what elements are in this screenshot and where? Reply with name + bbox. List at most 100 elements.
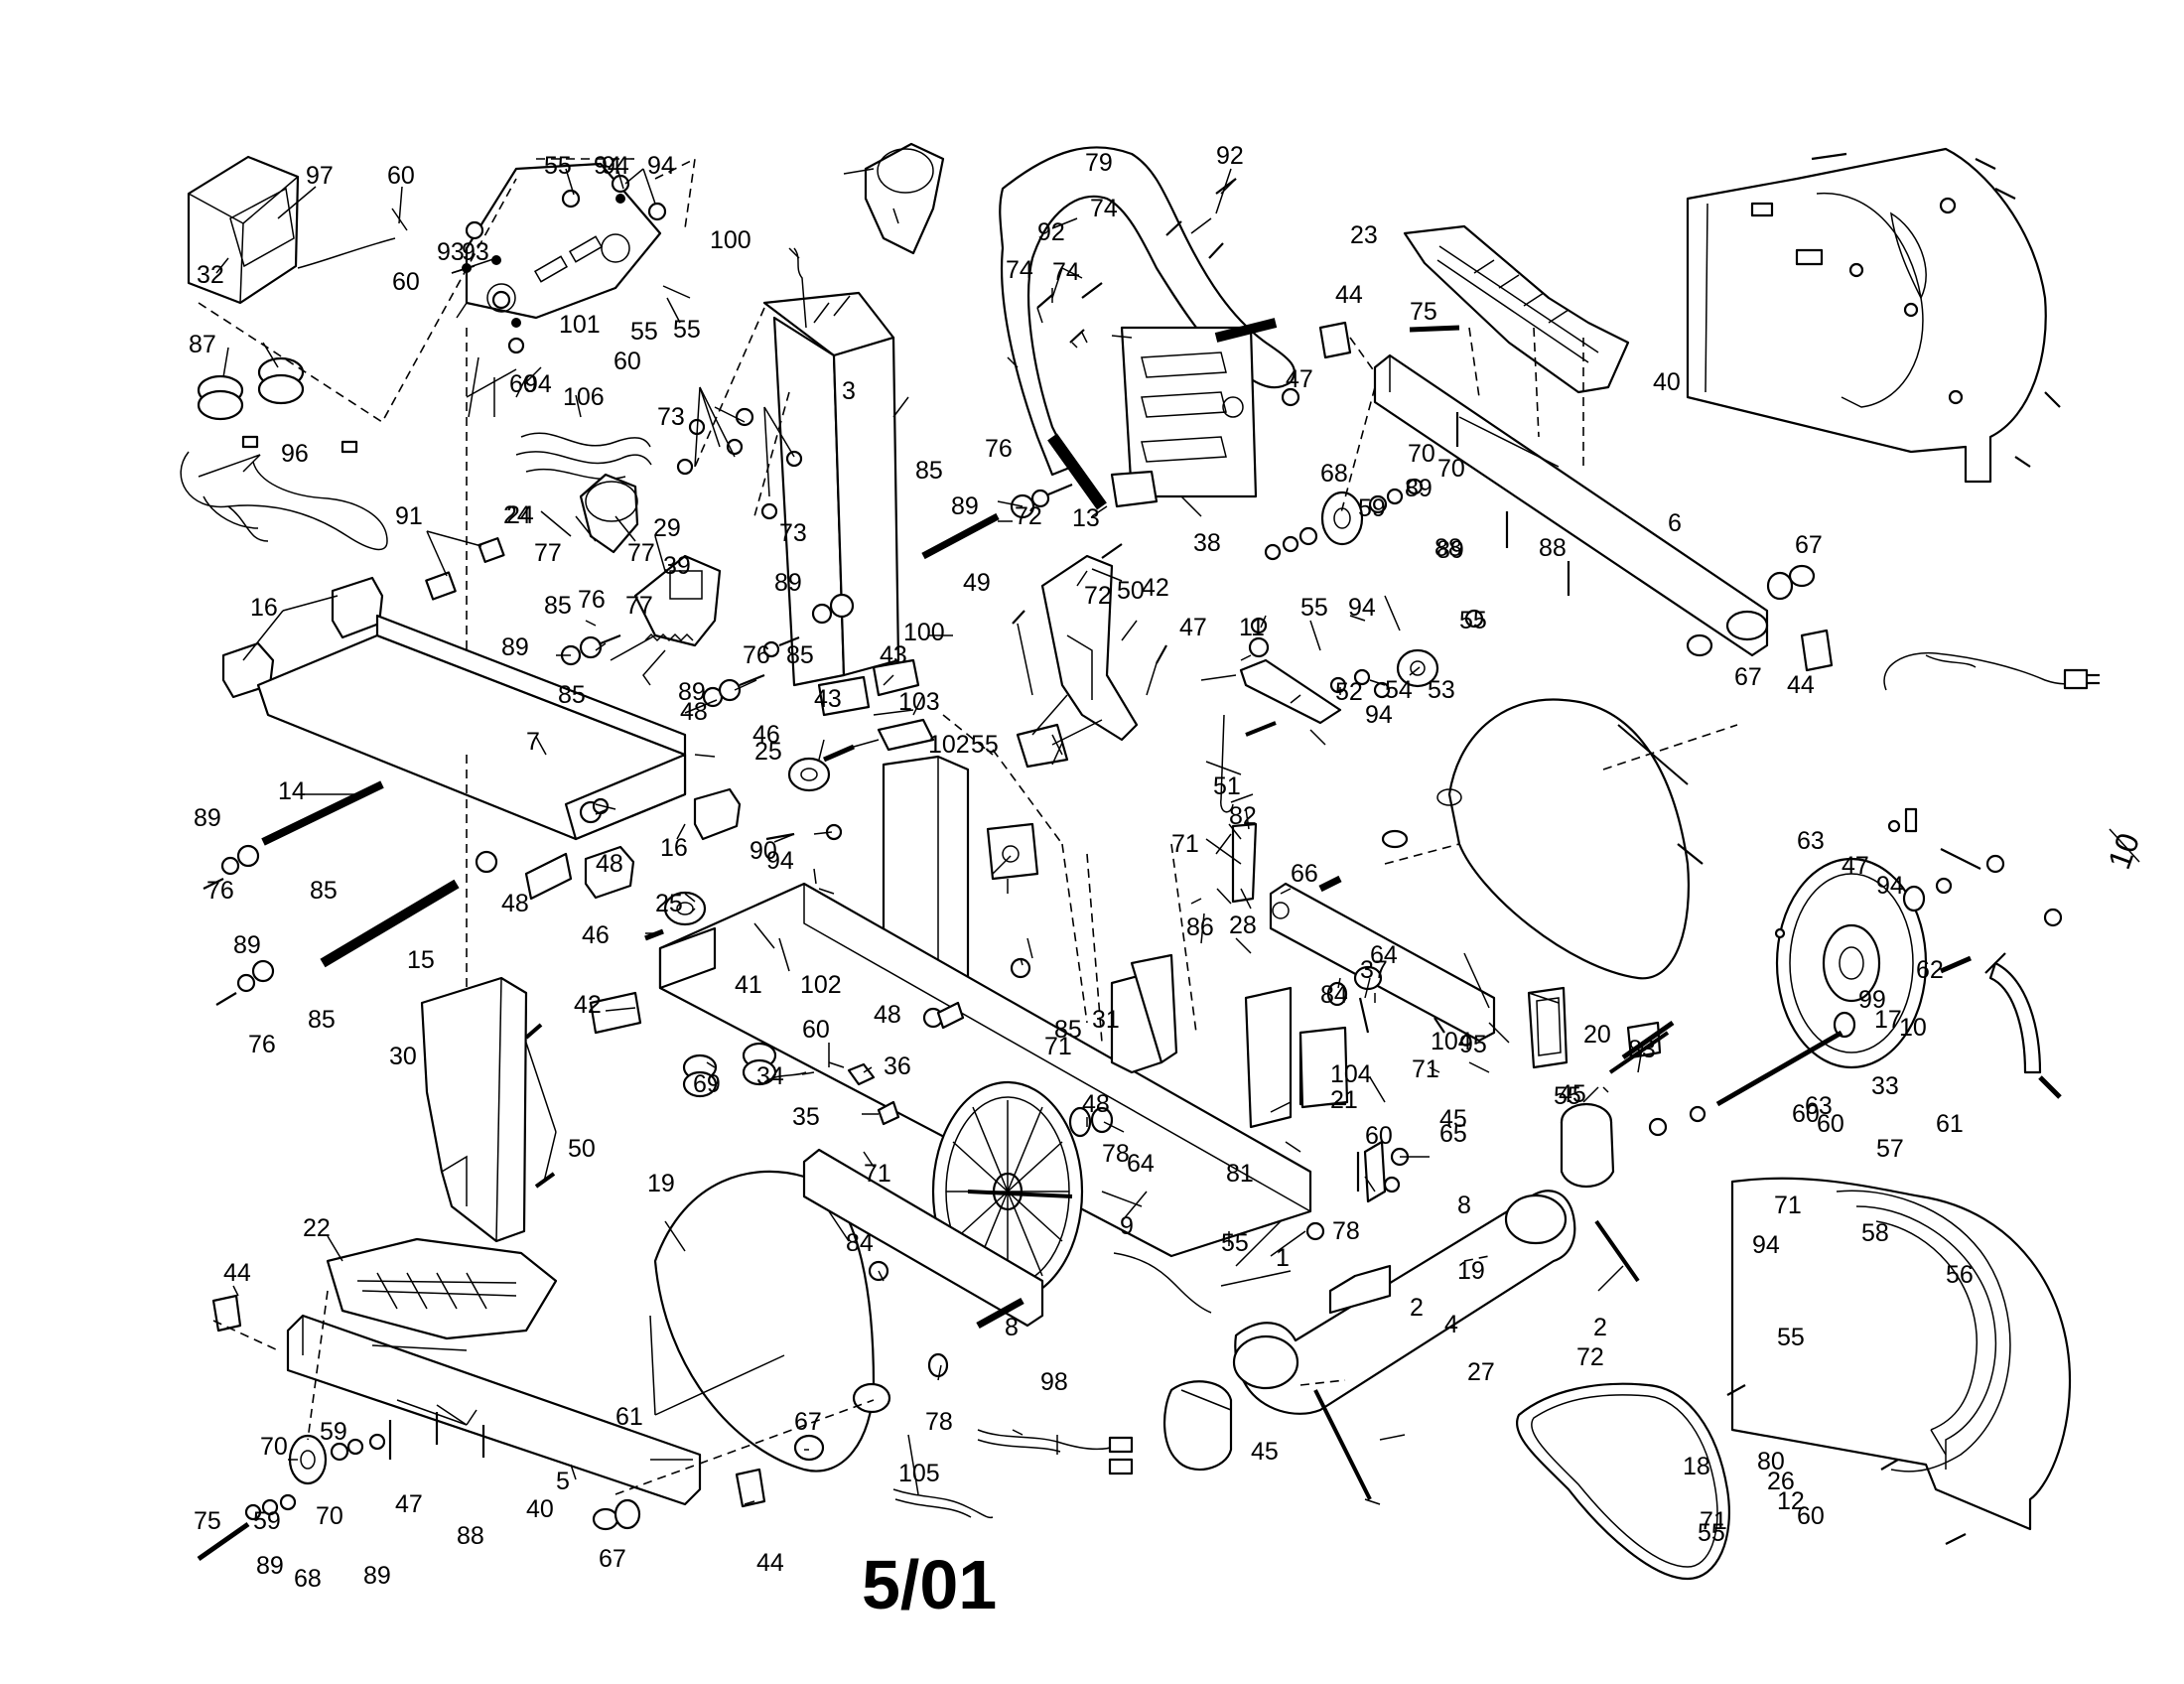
part-number-label: 48 <box>680 698 708 726</box>
part-number-label: 8 <box>1005 1314 1019 1341</box>
part-number-label: 95 <box>1459 1031 1487 1058</box>
part-number-label: 46 <box>582 921 610 949</box>
part-number-label: 51 <box>1213 772 1241 800</box>
part-number-label: 21 <box>1330 1086 1358 1114</box>
part-number-label: 93 <box>437 238 465 266</box>
part-number-label: 28 <box>1229 912 1257 939</box>
callout-leaders <box>198 168 1644 1505</box>
part-number-label: 71 <box>1412 1055 1439 1083</box>
part-number-label: 69 <box>693 1070 721 1098</box>
part-number-label: 55 <box>1300 594 1328 622</box>
right-pedal-arm <box>1264 224 1834 672</box>
part-number-label: 89 <box>1405 475 1433 502</box>
part-number-label: 60 <box>509 370 537 398</box>
part-number-label: 85 <box>558 681 586 709</box>
part-number-label: 86 <box>1186 913 1214 941</box>
part-number-label: 60 <box>614 348 641 375</box>
part-number-label: 68 <box>1320 460 1348 488</box>
part-number-label: 81 <box>1226 1160 1254 1188</box>
part-number-label: 100 <box>710 226 751 254</box>
corner-rotation-mark: 10 <box>2101 828 2146 874</box>
part-number-label: 87 <box>189 331 216 358</box>
part-number-label: 65 <box>1439 1120 1467 1148</box>
part-number-label: 42 <box>1142 574 1169 602</box>
part-number-label: 43 <box>880 641 907 669</box>
part-number-label: 1 <box>1276 1244 1290 1272</box>
part-number-label: 16 <box>250 594 278 622</box>
part-number-label: 94 <box>766 847 794 875</box>
part-number-label: 89 <box>774 569 802 597</box>
part-number-label: 78 <box>1332 1217 1360 1245</box>
part-number-label: 71 <box>1700 1507 1727 1535</box>
part-number-label: 55 <box>673 316 701 344</box>
part-number-label: 63 <box>1797 827 1825 855</box>
part-number-label: 85 <box>786 641 814 669</box>
handgrip-sensors <box>579 142 945 554</box>
part-number-label: 3 <box>842 377 856 405</box>
part-number-label: 47 <box>1842 852 1869 880</box>
part-number-label: 100 <box>903 619 945 646</box>
flywheel-pulley <box>1621 807 2063 1137</box>
part-number-label: 49 <box>963 569 991 597</box>
part-number-label: 26 <box>1767 1468 1795 1495</box>
part-number-label: 19 <box>1457 1257 1485 1285</box>
part-number-label: 60 <box>1365 1122 1393 1150</box>
part-number-label: 74 <box>1090 195 1118 222</box>
part-number-label: 97 <box>306 162 334 190</box>
part-number-label: 35 <box>792 1103 820 1131</box>
part-number-label: 70 <box>316 1502 343 1530</box>
part-number-label: 48 <box>501 890 529 917</box>
part-number-label: 85 <box>1054 1016 1082 1044</box>
part-number-label: 41 <box>735 971 762 999</box>
part-number-label: 88 <box>1434 534 1462 562</box>
part-number-label: 39 <box>663 552 691 580</box>
part-number-label: 59 <box>320 1418 347 1446</box>
part-number-label: 32 <box>197 261 224 289</box>
part-number-label: 94 <box>1365 701 1393 729</box>
belt-cover-26 <box>1726 1177 2072 1545</box>
part-number-label: 33 <box>1871 1072 1899 1100</box>
part-number-label: 76 <box>248 1031 276 1058</box>
part-number-label: 48 <box>1082 1090 1110 1118</box>
part-number-label: 82 <box>1229 802 1257 830</box>
part-number-label: 55 <box>971 731 999 759</box>
part-number-label: 94 <box>602 152 629 180</box>
part-number-label: 2 <box>1410 1294 1424 1322</box>
part-number-label: 62 <box>1916 956 1944 984</box>
part-number-label: 55 <box>1698 1519 1725 1547</box>
part-number-label: 64 <box>1370 941 1398 969</box>
power-cord-33 <box>1883 651 2100 691</box>
part-number-label: 89 <box>233 931 261 959</box>
part-number-label: 67 <box>1734 663 1762 691</box>
part-number-label: 19 <box>647 1170 675 1197</box>
part-number-label: 76 <box>206 877 234 905</box>
part-number-label: 77 <box>625 592 653 620</box>
part-number-label: 89 <box>1436 536 1464 564</box>
part-number-label: 72 <box>1084 582 1112 610</box>
part-number-label: 73 <box>657 403 685 431</box>
date-stamp: 5/01 <box>862 1546 997 1623</box>
part-number-label: 13 <box>1072 504 1100 532</box>
left-pedal-arm <box>197 1237 766 1562</box>
part-number-label: 71 <box>1171 830 1199 858</box>
part-number-label: 93 <box>462 238 489 266</box>
part-number-label: 92 <box>1216 142 1244 170</box>
part-number-label: 64 <box>1127 1150 1155 1178</box>
part-number-label: 25 <box>655 890 683 917</box>
part-number-label: 63 <box>1805 1092 1833 1120</box>
part-number-label: 55 <box>1777 1324 1805 1351</box>
part-number-label: 71 <box>864 1160 891 1188</box>
front-stabilizer-frame <box>203 537 742 1072</box>
part-number-label: 83 <box>1628 1036 1656 1063</box>
part-number-label: 67 <box>794 1408 822 1436</box>
part-number-label: 104 <box>1431 1028 1472 1055</box>
part-number-label: 94 <box>1876 872 1904 900</box>
part-number-label: 55 <box>1554 1082 1581 1110</box>
part-number-label: 105 <box>898 1460 940 1487</box>
part-number-label: 57 <box>1876 1135 1904 1163</box>
part-number-label: 54 <box>1385 676 1413 704</box>
part-number-label: 7 <box>526 728 540 756</box>
part-number-label: 71 <box>1044 1033 1072 1060</box>
part-number-label: 79 <box>1085 149 1113 177</box>
